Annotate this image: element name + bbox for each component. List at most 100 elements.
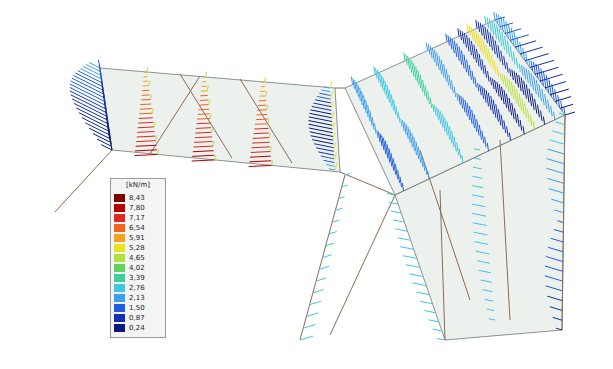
force-vector	[497, 67, 499, 77]
force-vector	[494, 23, 496, 39]
force-vector	[310, 301, 321, 304]
force-vector	[411, 60, 413, 76]
legend-row: 0,87	[114, 313, 162, 323]
force-vector	[529, 60, 530, 68]
force-vector	[410, 129, 413, 146]
force-vector	[472, 195, 484, 197]
force-vector	[509, 133, 510, 141]
force-vector	[519, 64, 520, 72]
force-vector	[452, 39, 454, 54]
force-vector	[501, 51, 503, 66]
force-vector	[97, 139, 111, 146]
force-vector	[485, 27, 487, 43]
force-vector	[553, 317, 562, 320]
force-vector	[554, 229, 563, 232]
legend-value: 0,24	[129, 324, 145, 332]
force-vector	[252, 142, 269, 144]
force-vector	[414, 63, 417, 80]
force-vector	[139, 113, 152, 115]
force-vector	[516, 89, 519, 107]
force-vector	[194, 141, 213, 143]
force-vector	[505, 36, 508, 53]
force-vector	[418, 147, 420, 163]
force-vector	[469, 65, 471, 80]
force-vector	[550, 307, 562, 311]
legend-swatch	[114, 254, 125, 262]
force-vector	[401, 119, 402, 127]
force-vector	[506, 94, 509, 112]
force-vector	[461, 96, 463, 109]
legend-row: 4,02	[114, 263, 162, 273]
force-vector	[543, 117, 544, 125]
force-vector	[462, 155, 463, 163]
force-vector	[213, 141, 214, 146]
force-vector	[398, 112, 400, 122]
force-vector	[498, 109, 500, 125]
force-vector	[457, 43, 460, 60]
force-vector	[257, 109, 267, 110]
force-vector	[316, 148, 334, 152]
force-vector	[511, 82, 514, 99]
force-vector	[545, 94, 547, 109]
force-vector	[482, 131, 484, 144]
force-vector	[481, 280, 492, 282]
force-vector	[202, 81, 206, 82]
force-vector	[439, 56, 442, 74]
force-vector	[333, 132, 335, 139]
force-vector	[195, 132, 211, 134]
force-vector	[71, 81, 105, 98]
legend-value: 2,76	[129, 284, 145, 292]
force-vector	[525, 104, 527, 119]
force-vector	[428, 171, 429, 179]
force-vector	[333, 122, 335, 129]
legend-swatch	[114, 324, 125, 332]
force-vector	[149, 81, 150, 86]
force-vector	[209, 100, 210, 105]
plate-surface	[395, 115, 565, 340]
force-vector	[329, 169, 335, 170]
force-vector	[498, 45, 500, 61]
force-vector	[398, 238, 411, 241]
force-vector	[531, 73, 534, 90]
force-vector	[469, 38, 472, 55]
legend-swatch	[114, 244, 125, 252]
force-vector	[396, 106, 398, 119]
force-vector	[523, 126, 524, 134]
force-vector	[513, 52, 515, 65]
force-vector	[504, 120, 506, 133]
force-vector	[531, 61, 533, 71]
force-vector	[452, 131, 454, 147]
frame-members	[55, 68, 565, 340]
force-vector	[447, 121, 450, 139]
force-vector	[564, 107, 565, 115]
force-vector	[506, 21, 509, 38]
force-vector	[413, 283, 427, 286]
force-vector	[312, 106, 332, 110]
force-vector	[254, 132, 269, 134]
force-vector	[142, 90, 149, 91]
force-vector	[512, 103, 514, 119]
legend-swatch	[114, 204, 125, 212]
force-vector	[543, 71, 546, 89]
force-vector	[472, 204, 485, 207]
force-vector	[141, 94, 150, 95]
result-vectors	[70, 12, 575, 340]
force-vector	[472, 71, 474, 84]
force-vector	[269, 133, 270, 138]
force-vector	[202, 86, 207, 87]
force-vector	[425, 85, 427, 100]
force-vector	[446, 34, 447, 42]
force-vector	[546, 286, 563, 291]
force-vector	[156, 136, 157, 141]
force-vector	[514, 71, 516, 84]
force-vector	[464, 33, 466, 48]
force-vector	[565, 112, 575, 115]
force-vector	[521, 78, 524, 95]
force-vector	[147, 67, 148, 72]
legend-value: 7,17	[129, 214, 145, 222]
force-vector	[501, 115, 503, 130]
force-vector	[403, 120, 405, 130]
force-vector	[437, 338, 445, 340]
force-vector	[474, 242, 488, 245]
force-vector	[151, 94, 152, 99]
